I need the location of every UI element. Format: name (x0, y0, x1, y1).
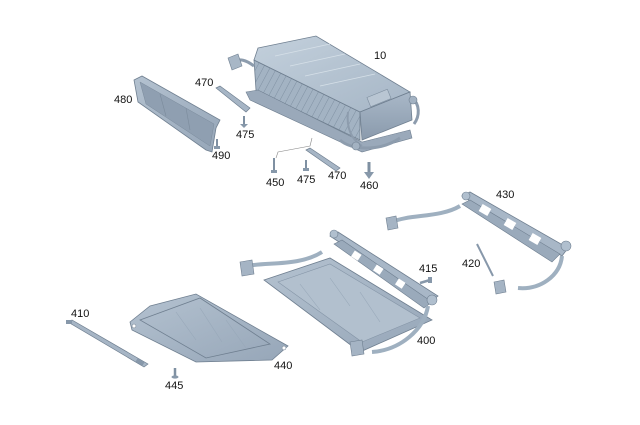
part-label-460: 460 (360, 180, 379, 192)
rail-part-410 (66, 319, 149, 368)
part-label-475: 475 (236, 129, 255, 141)
part-label-430: 430 (496, 189, 515, 201)
battery-module-part-10 (227, 35, 420, 153)
part-label-440: 440 (274, 360, 293, 372)
bolt-part-460 (364, 162, 374, 179)
strip-part-470-top (215, 85, 251, 113)
bolt-part-445 (171, 368, 179, 379)
part-label-10: 10 (374, 50, 387, 62)
part-label-450: 450 (266, 177, 285, 189)
bolt-part-490 (214, 139, 220, 149)
screw-part-415 (419, 277, 432, 285)
underbody-panel-part-440 (129, 293, 289, 363)
part-label-400: 400 (417, 335, 436, 347)
bolt-part-450 (271, 158, 277, 173)
part-label-410: 410 (71, 308, 90, 320)
part-label-470-lower: 470 (328, 170, 347, 182)
frame-part-430 (385, 191, 572, 295)
carrier-tray-part-400 (239, 229, 439, 357)
leader-line-450 (275, 137, 313, 159)
part-label-490: 490 (212, 150, 231, 162)
strip-part-470-bottom (305, 147, 341, 172)
cover-plate-part-480 (133, 75, 221, 153)
part-label-420: 420 (462, 258, 481, 270)
rod-part-420 (476, 243, 494, 277)
bolt-part-475-top (240, 116, 248, 128)
part-label-475-lower: 475 (297, 174, 316, 186)
bolt-part-475-bottom (303, 160, 309, 171)
part-label-480: 480 (114, 94, 133, 106)
part-label-415: 415 (419, 263, 438, 275)
part-label-445: 445 (165, 380, 184, 392)
part-label-470: 470 (195, 77, 214, 89)
